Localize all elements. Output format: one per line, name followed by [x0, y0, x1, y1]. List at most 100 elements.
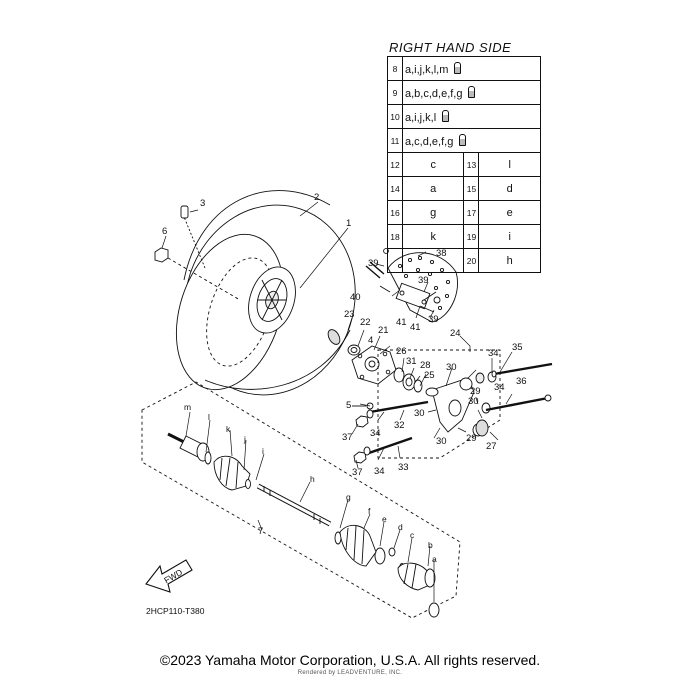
callout-30c: 30 — [414, 408, 425, 419]
callout-34b: 34 — [494, 382, 505, 393]
legend-text: h — [478, 248, 541, 273]
drive-shaft-kit-box — [141, 381, 461, 619]
legend-table: 8 a,i,j,k,l,m 9 a,b,c,d,e,f,g 10 a,i,j,k… — [387, 56, 541, 273]
bolt-33[interactable] — [365, 436, 413, 456]
callout-34c: 34 — [370, 428, 381, 439]
callout-30d: 30 — [436, 436, 447, 447]
knuckle[interactable] — [431, 377, 475, 433]
callout-26: 26 — [396, 346, 407, 357]
callout-h: h — [310, 474, 315, 484]
axle-shaft[interactable] — [256, 483, 332, 527]
right-hand-side-legend: RIGHT HAND SIDE 8 a,i,j,k,l,m 9 a,b,c,d,… — [387, 40, 541, 273]
legend-text: l — [478, 152, 541, 177]
callout-e: e — [382, 514, 387, 524]
callout-39c: 39 — [428, 314, 439, 325]
callout-29b: 29 — [466, 433, 477, 444]
legend-text: g — [401, 200, 465, 225]
diagram-code: 2HCP110-T380 — [146, 606, 205, 616]
legend-num: 11 — [387, 128, 403, 153]
fwd-arrow-icon — [145, 559, 193, 593]
callout-39a: 39 — [368, 258, 379, 269]
disc-bolts[interactable] — [365, 248, 441, 313]
legend-text: a — [401, 176, 465, 201]
bolt-32[interactable] — [369, 400, 429, 414]
legend-num: 17 — [463, 200, 480, 225]
callout-6: 6 — [162, 226, 167, 237]
legend-row: 16 g 17 e — [387, 200, 541, 225]
legend-row: 11 a,c,d,e,f,g — [387, 128, 541, 153]
legend-text: k — [401, 224, 465, 249]
legend-num: 12 — [387, 152, 403, 177]
legend-text: e — [478, 200, 541, 225]
outer-cv-joint[interactable] — [167, 432, 210, 462]
wheel-nut[interactable] — [154, 247, 241, 301]
callout-5: 5 — [346, 400, 351, 411]
legend-text: d — [478, 176, 541, 201]
grease-tube-icon — [468, 85, 476, 98]
hub-seal[interactable] — [326, 328, 361, 356]
callout-4: 4 — [368, 335, 373, 346]
callout-33: 33 — [398, 462, 409, 473]
legend-num: 18 — [387, 224, 403, 249]
callout-41a: 41 — [396, 317, 407, 328]
legend-num: 9 — [387, 80, 403, 105]
legend-num: 19 — [463, 224, 480, 249]
legend-row: 10 a,i,j,k,l — [387, 104, 541, 129]
legend-row: 9 a,b,c,d,e,f,g — [387, 80, 541, 105]
callout-40: 40 — [350, 292, 361, 303]
callout-22: 22 — [360, 317, 371, 328]
rear-arm-kit-box — [377, 349, 501, 459]
watermark: Rendered by LEADVENTURE, INC. — [297, 670, 403, 676]
callout-l: l — [208, 412, 210, 422]
copyright-notice: ©2023 Yamaha Motor Corporation, U.S.A. A… — [159, 652, 541, 668]
leader-lines — [161, 201, 513, 602]
grease-tube-icon — [459, 133, 467, 146]
callout-34a: 34 — [488, 348, 499, 359]
legend-text: i — [478, 224, 541, 249]
callout-i: i — [262, 446, 264, 456]
legend-num: 8 — [387, 56, 403, 81]
callout-f: f — [368, 506, 371, 516]
boot-bands[interactable] — [204, 451, 405, 573]
callout-7: 7 — [258, 526, 263, 537]
legend-num — [387, 248, 403, 273]
inner-cv-joint[interactable] — [397, 562, 440, 618]
legend-row: 18 k 19 i — [387, 224, 541, 249]
legend-num: 14 — [387, 176, 403, 201]
bolt-35[interactable] — [491, 362, 553, 378]
callout-34d: 34 — [374, 466, 385, 477]
callout-1: 1 — [346, 218, 351, 229]
bearings[interactable] — [393, 367, 423, 393]
legend-title: RIGHT HAND SIDE — [389, 40, 512, 55]
legend-text: a,b,c,d,e,f,g — [402, 80, 541, 105]
callout-a: a — [432, 554, 437, 564]
callout-b: b — [428, 540, 433, 550]
tire-valve[interactable] — [180, 205, 206, 269]
legend-text: a,i,j,k,l,m — [402, 56, 541, 81]
oil-seals[interactable] — [475, 372, 489, 437]
callout-29a: 29 — [470, 386, 481, 397]
inner-boot[interactable] — [339, 524, 377, 567]
callout-2: 2 — [314, 192, 319, 203]
grease-tube-icon — [442, 109, 450, 122]
legend-text: a,c,d,e,f,g — [402, 128, 541, 153]
legend-text: a,i,j,k,l — [402, 104, 541, 129]
legend-num: 10 — [387, 104, 403, 129]
callout-23: 23 — [344, 309, 355, 320]
legend-num: 13 — [463, 152, 480, 177]
grease-tube-icon — [454, 61, 462, 74]
callout-39b: 39 — [418, 275, 429, 286]
callout-36: 36 — [516, 376, 527, 387]
callout-35: 35 — [512, 342, 523, 353]
callout-3: 3 — [200, 198, 205, 209]
wheel-rim[interactable] — [241, 261, 304, 339]
callout-41b: 41 — [410, 322, 421, 333]
callout-j: j — [243, 434, 246, 444]
callout-d: d — [398, 522, 403, 532]
circlip[interactable] — [388, 547, 396, 557]
callout-25: 25 — [424, 370, 435, 381]
nuts-37[interactable] — [353, 409, 374, 464]
bolt-36[interactable] — [485, 394, 552, 412]
callout-31: 31 — [406, 356, 417, 367]
